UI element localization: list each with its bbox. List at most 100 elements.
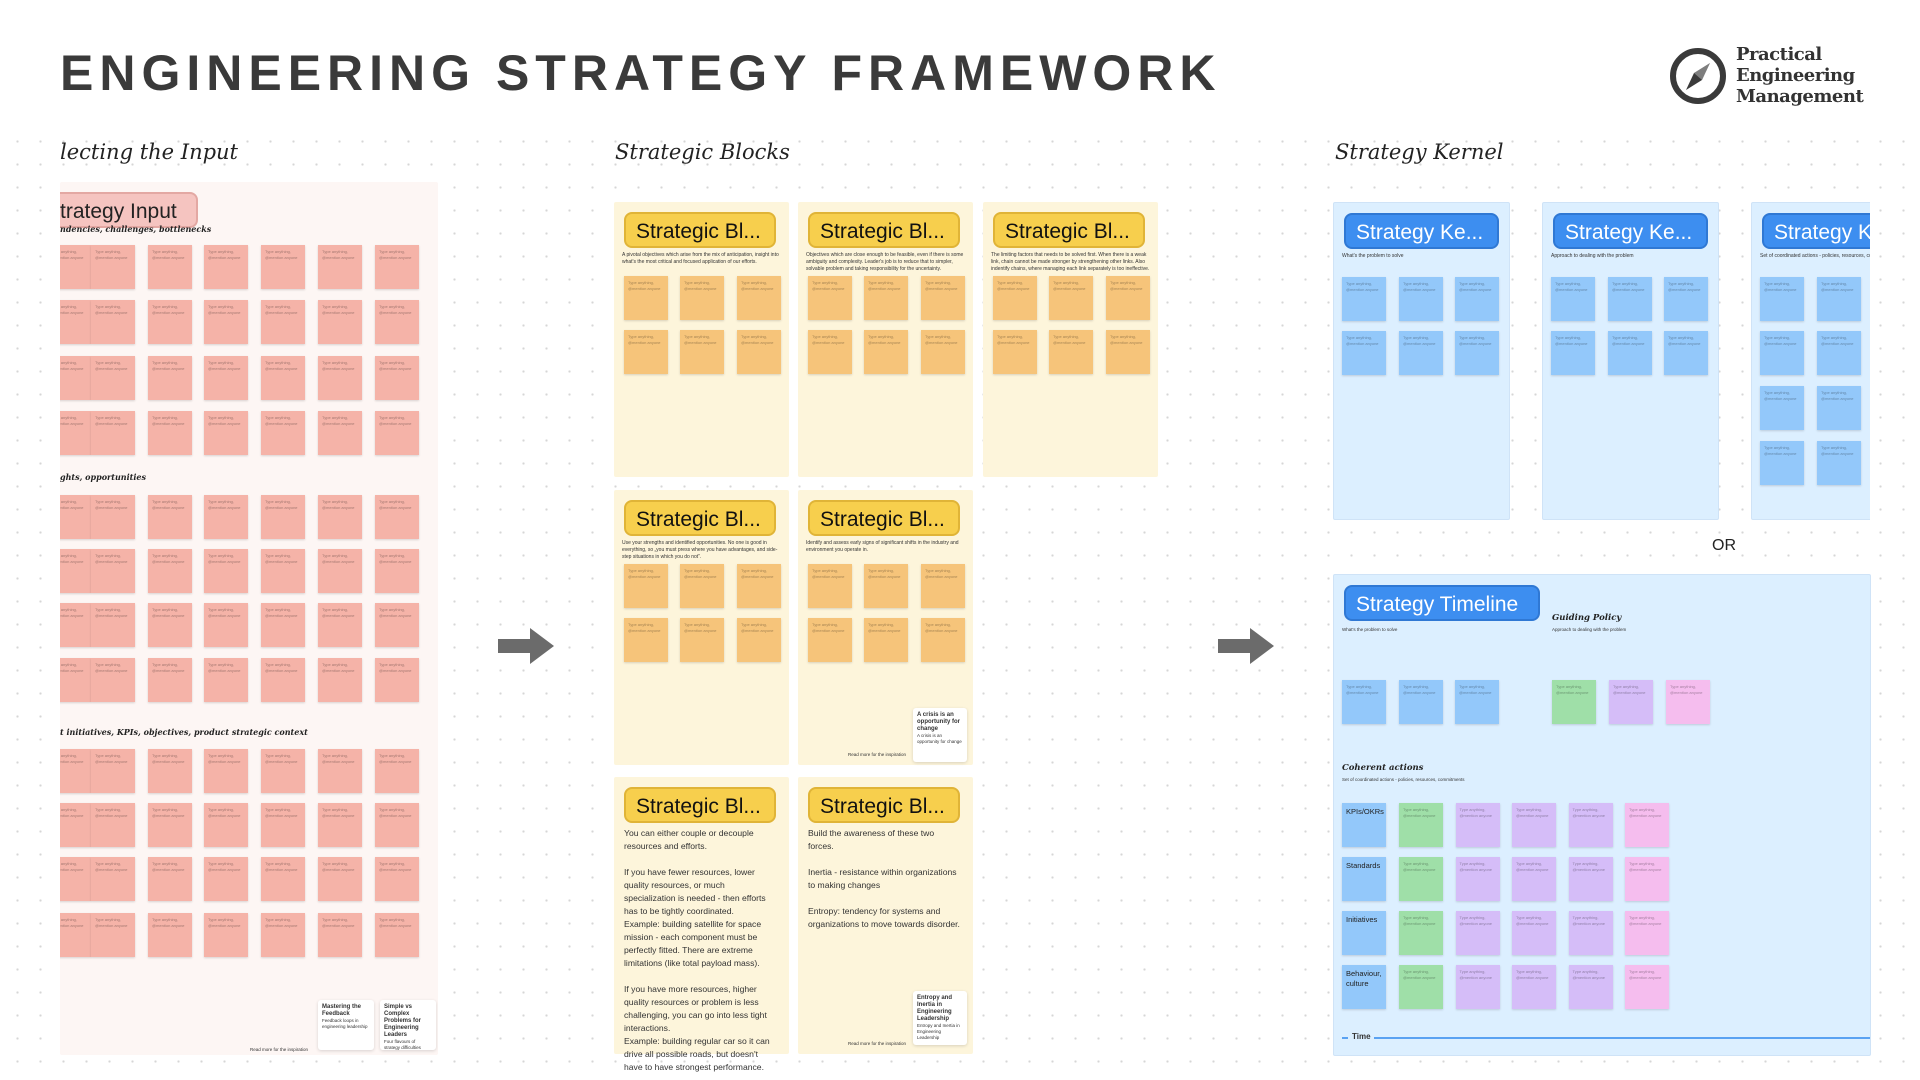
sticky-note[interactable]: Type anything, @mention anyone <box>60 300 91 344</box>
sticky-note[interactable]: Type anything, @mention anyone <box>318 356 362 400</box>
sticky-note[interactable]: Type anything, @mention anyone <box>1608 277 1652 321</box>
sticky-note[interactable]: Type anything, @mention anyone <box>375 749 419 793</box>
sticky-note[interactable]: Type anything, @mention anyone <box>204 356 248 400</box>
sticky-note[interactable]: Type anything, @mention anyone <box>148 300 192 344</box>
sticky-note[interactable]: Type anything, @mention anyone <box>1568 965 1613 1009</box>
sticky-note[interactable]: Type anything, @mention anyone <box>1512 857 1556 901</box>
sticky-note[interactable]: Type anything, @mention anyone <box>148 749 192 793</box>
sticky-note[interactable]: Type anything, @mention anyone <box>1664 277 1708 321</box>
sticky-note[interactable]: Type anything, @mention anyone <box>375 549 419 593</box>
row-label-sticky[interactable]: Initiatives <box>1342 911 1386 955</box>
sticky-note[interactable]: Type anything, @mention anyone <box>1455 331 1499 375</box>
sticky-note[interactable]: Type anything, @mention anyone <box>318 300 362 344</box>
frame-title-badge[interactable]: Strategic Bl... <box>808 787 960 823</box>
sticky-note[interactable]: Type anything, @mention anyone <box>91 300 135 344</box>
sticky-note[interactable]: Type anything, @mention anyone <box>1106 330 1150 374</box>
sticky-note[interactable]: Type anything, @mention anyone <box>60 411 91 455</box>
sticky-note[interactable]: Type anything, @mention anyone <box>993 276 1037 320</box>
strategy-kernel-frame[interactable]: Strategy Ke...Approach to dealing with t… <box>1542 202 1719 520</box>
sticky-note[interactable]: Type anything, @mention anyone <box>1760 386 1804 430</box>
sticky-note[interactable]: Type anything, @mention anyone <box>204 300 248 344</box>
sticky-note[interactable]: Type anything, @mention anyone <box>318 803 362 847</box>
sticky-note[interactable]: Type anything, @mention anyone <box>1817 277 1861 321</box>
sticky-note[interactable]: Type anything, @mention anyone <box>1817 441 1861 485</box>
sticky-note[interactable]: Type anything, @mention anyone <box>1049 330 1093 374</box>
strategy-timeline-frame[interactable]: Strategy Timeline What's the problem to … <box>1333 574 1871 1056</box>
sticky-note[interactable]: Type anything, @mention anyone <box>60 749 91 793</box>
strategic-block-frame[interactable]: Strategic Bl...Identify and assess early… <box>798 490 973 765</box>
frame-title-badge[interactable]: Strategy Ke... <box>1344 213 1499 249</box>
sticky-note[interactable]: Type anything, @mention anyone <box>1568 857 1613 901</box>
sticky-note[interactable]: Type anything, @mention anyone <box>318 495 362 539</box>
sticky-note[interactable]: Type anything, @mention anyone <box>91 749 135 793</box>
sticky-note[interactable]: Type anything, @mention anyone <box>680 564 724 608</box>
sticky-note[interactable]: Type anything, @mention anyone <box>1817 331 1861 375</box>
sticky-note[interactable]: Type anything, @mention anyone <box>864 276 908 320</box>
sticky-note[interactable]: Type anything, @mention anyone <box>148 658 192 702</box>
sticky-note[interactable]: Type anything, @mention anyone <box>375 245 419 289</box>
sticky-note[interactable]: Type anything, @mention anyone <box>1551 277 1595 321</box>
sticky-note[interactable]: Type anything, @mention anyone <box>60 913 91 957</box>
sticky-note[interactable]: Type anything, @mention anyone <box>261 749 305 793</box>
frame-title-badge[interactable]: Strategy Timeline <box>1344 585 1540 621</box>
strategy-kernel-frame[interactable]: Strategy Ke...What's the problem to solv… <box>1333 202 1510 520</box>
sticky-note[interactable]: Type anything, @mention anyone <box>1625 911 1669 955</box>
sticky-note[interactable]: Type anything, @mention anyone <box>1625 857 1669 901</box>
strategic-block-frame[interactable]: Strategic Bl...Use your strengths and id… <box>614 490 789 765</box>
sticky-note[interactable]: Type anything, @mention anyone <box>737 276 781 320</box>
sticky-note[interactable]: Type anything, @mention anyone <box>91 913 135 957</box>
sticky-note[interactable]: Type anything, @mention anyone <box>1455 965 1500 1009</box>
sticky-note[interactable]: Type anything, @mention anyone <box>993 330 1037 374</box>
sticky-note[interactable]: Type anything, @mention anyone <box>1106 276 1150 320</box>
sticky-note[interactable]: Type anything, @mention anyone <box>1399 965 1443 1009</box>
sticky-note[interactable]: Type anything, @mention anyone <box>204 245 248 289</box>
sticky-note[interactable]: Type anything, @mention anyone <box>1760 277 1804 321</box>
sticky-note[interactable]: Type anything, @mention anyone <box>261 549 305 593</box>
strategy-input-frame[interactable]: trategy Input ndencies, challenges, bott… <box>60 182 438 1055</box>
sticky-note[interactable]: Type anything, @mention anyone <box>318 245 362 289</box>
sticky-note[interactable]: Type anything, @mention anyone <box>261 803 305 847</box>
sticky-note[interactable]: Type anything, @mention anyone <box>318 549 362 593</box>
row-label-sticky[interactable]: Behaviour, culture <box>1342 965 1386 1009</box>
sticky-note[interactable]: Type anything, @mention anyone <box>1609 680 1653 724</box>
strategic-block-frame[interactable]: Strategic Bl...A pivotal objectives whic… <box>614 202 789 477</box>
sticky-note[interactable]: Type anything, @mention anyone <box>737 618 781 662</box>
sticky-note[interactable]: Type anything, @mention anyone <box>261 913 305 957</box>
sticky-note[interactable]: Type anything, @mention anyone <box>1399 803 1443 847</box>
sticky-note[interactable]: Type anything, @mention anyone <box>808 276 852 320</box>
frame-title-badge[interactable]: Strategic Bl... <box>624 500 776 536</box>
sticky-note[interactable]: Type anything, @mention anyone <box>261 356 305 400</box>
sticky-note[interactable]: Type anything, @mention anyone <box>375 411 419 455</box>
strategic-block-frame[interactable]: Strategic Bl...You can either couple or … <box>614 777 789 1072</box>
frame-title-badge[interactable]: Strategy K <box>1762 213 1870 249</box>
sticky-note[interactable]: Type anything, @mention anyone <box>261 857 305 901</box>
sticky-note[interactable]: Type anything, @mention anyone <box>261 658 305 702</box>
sticky-note[interactable]: Type anything, @mention anyone <box>921 564 965 608</box>
sticky-note[interactable]: Type anything, @mention anyone <box>375 495 419 539</box>
sticky-note[interactable]: Type anything, @mention anyone <box>60 245 91 289</box>
sticky-note[interactable]: Type anything, @mention anyone <box>91 803 135 847</box>
sticky-note[interactable]: Type anything, @mention anyone <box>375 603 419 647</box>
sticky-note[interactable]: Type anything, @mention anyone <box>864 564 908 608</box>
sticky-note[interactable]: Type anything, @mention anyone <box>1568 911 1613 955</box>
frame-title-badge[interactable]: Strategic Bl... <box>808 212 960 248</box>
sticky-note[interactable]: Type anything, @mention anyone <box>624 564 668 608</box>
sticky-note[interactable]: Type anything, @mention anyone <box>1625 965 1669 1009</box>
sticky-note[interactable]: Type anything, @mention anyone <box>60 658 91 702</box>
sticky-note[interactable]: Type anything, @mention anyone <box>1666 680 1710 724</box>
sticky-note[interactable]: Type anything, @mention anyone <box>1455 857 1500 901</box>
sticky-note[interactable]: Type anything, @mention anyone <box>1625 803 1669 847</box>
sticky-note[interactable]: Type anything, @mention anyone <box>60 549 91 593</box>
sticky-note[interactable]: Type anything, @mention anyone <box>60 857 91 901</box>
sticky-note[interactable]: Type anything, @mention anyone <box>148 603 192 647</box>
sticky-note[interactable]: Type anything, @mention anyone <box>91 549 135 593</box>
sticky-note[interactable]: Type anything, @mention anyone <box>921 618 965 662</box>
sticky-note[interactable]: Type anything, @mention anyone <box>204 857 248 901</box>
link-card[interactable]: Entropy and Inertia in Engineering Leade… <box>913 991 967 1045</box>
sticky-note[interactable]: Type anything, @mention anyone <box>318 658 362 702</box>
sticky-note[interactable]: Type anything, @mention anyone <box>1760 441 1804 485</box>
sticky-note[interactable]: Type anything, @mention anyone <box>204 603 248 647</box>
sticky-note[interactable]: Type anything, @mention anyone <box>148 803 192 847</box>
